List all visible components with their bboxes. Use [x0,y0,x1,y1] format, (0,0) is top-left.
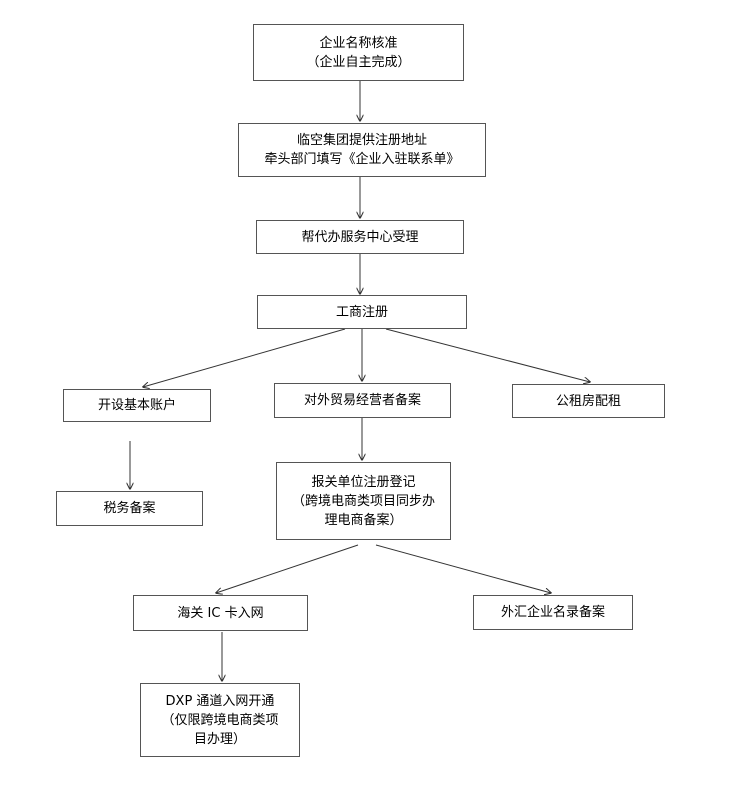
node-label-line: 海关 IC 卡入网 [177,605,264,621]
node-label-line: （跨境电商类项目同步办 [291,493,435,509]
node-register-address: 临空集团提供注册地址 牵头部门填写《企业入驻联系单》 [238,123,486,177]
node-label-line: 临空集团提供注册地址 [296,133,427,148]
node-label-line: 报关单位注册登记 [311,474,416,490]
arrow-n4-to-n7 [385,328,590,382]
node-label-line: 外汇企业名录备案 [500,605,605,620]
node-forex-directory: 外汇企业名录备案 [473,595,633,630]
node-label-line: 理电商备案） [324,512,403,528]
node-business-registration: 工商注册 [257,295,467,329]
node-name-approval: 企业名称核准 （企业自主完成） [253,24,464,81]
node-label-line: 工商注册 [335,304,388,320]
node-label-line: 开设基本账户 [97,398,176,413]
node-label-line: 税务备案 [103,501,156,516]
arrow-n9-to-n11 [375,544,551,593]
node-label-line: （仅限跨境电商类项 [161,712,279,728]
node-dxp-channel: DXP 通道入网开通 （仅限跨境电商类项 目办理） [140,683,300,757]
node-tax-filing: 税务备案 [56,491,203,526]
node-label-line: （企业自主完成） [306,54,411,70]
node-basic-account: 开设基本账户 [63,389,211,422]
node-label-line: 目办理） [193,731,246,747]
arrow-n4-to-n5 [143,328,346,387]
node-label-line: 帮代办服务中心受理 [301,229,419,245]
node-customs-registration: 报关单位注册登记 （跨境电商类项目同步办 理电商备案） [276,462,451,540]
node-customs-ic-card: 海关 IC 卡入网 [133,595,308,631]
node-label-line: 公租房配租 [555,393,621,409]
arrow-n9-to-n10 [216,544,359,593]
node-service-center: 帮代办服务中心受理 [256,220,464,254]
node-label-line: 牵头部门填写《企业入驻联系单》 [264,152,460,167]
node-label-line: DXP 通道入网开通 [165,693,275,709]
node-foreign-trade-filing: 对外贸易经营者备案 [274,383,451,418]
node-label-line: 对外贸易经营者备案 [303,393,421,408]
node-label-line: 企业名称核准 [319,35,398,51]
node-public-rental: 公租房配租 [512,384,665,418]
